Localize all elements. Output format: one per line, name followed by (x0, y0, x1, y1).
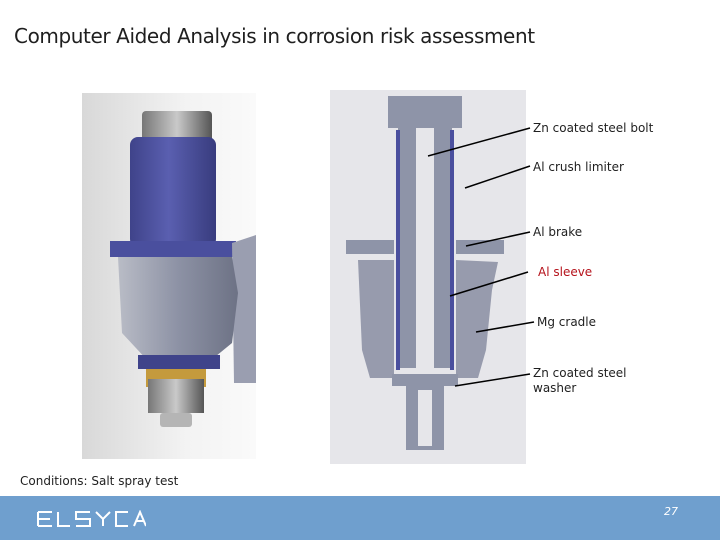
label-zn-bolt: Zn coated steel bolt (533, 121, 654, 135)
page-title: Computer Aided Analysis in corrosion ris… (14, 24, 535, 48)
label-al-sleeve: Al sleeve (538, 265, 593, 279)
conditions-note: Conditions: Salt spray test (20, 474, 179, 488)
footer-bar: 27 (0, 496, 720, 540)
label-al-brake: Al brake (533, 225, 583, 239)
label-zn-washer-line2: washer (533, 381, 577, 395)
label-zn-washer-line1: Zn coated steel (533, 366, 627, 380)
label-mg-cradle: Mg cradle (537, 315, 597, 329)
page-number: 27 (664, 505, 678, 518)
elsyca-logo (37, 510, 146, 527)
assembly-3d-image (82, 93, 256, 459)
label-al-crush-limiter: Al crush limiter (533, 160, 624, 174)
cross-section-image (330, 90, 526, 464)
